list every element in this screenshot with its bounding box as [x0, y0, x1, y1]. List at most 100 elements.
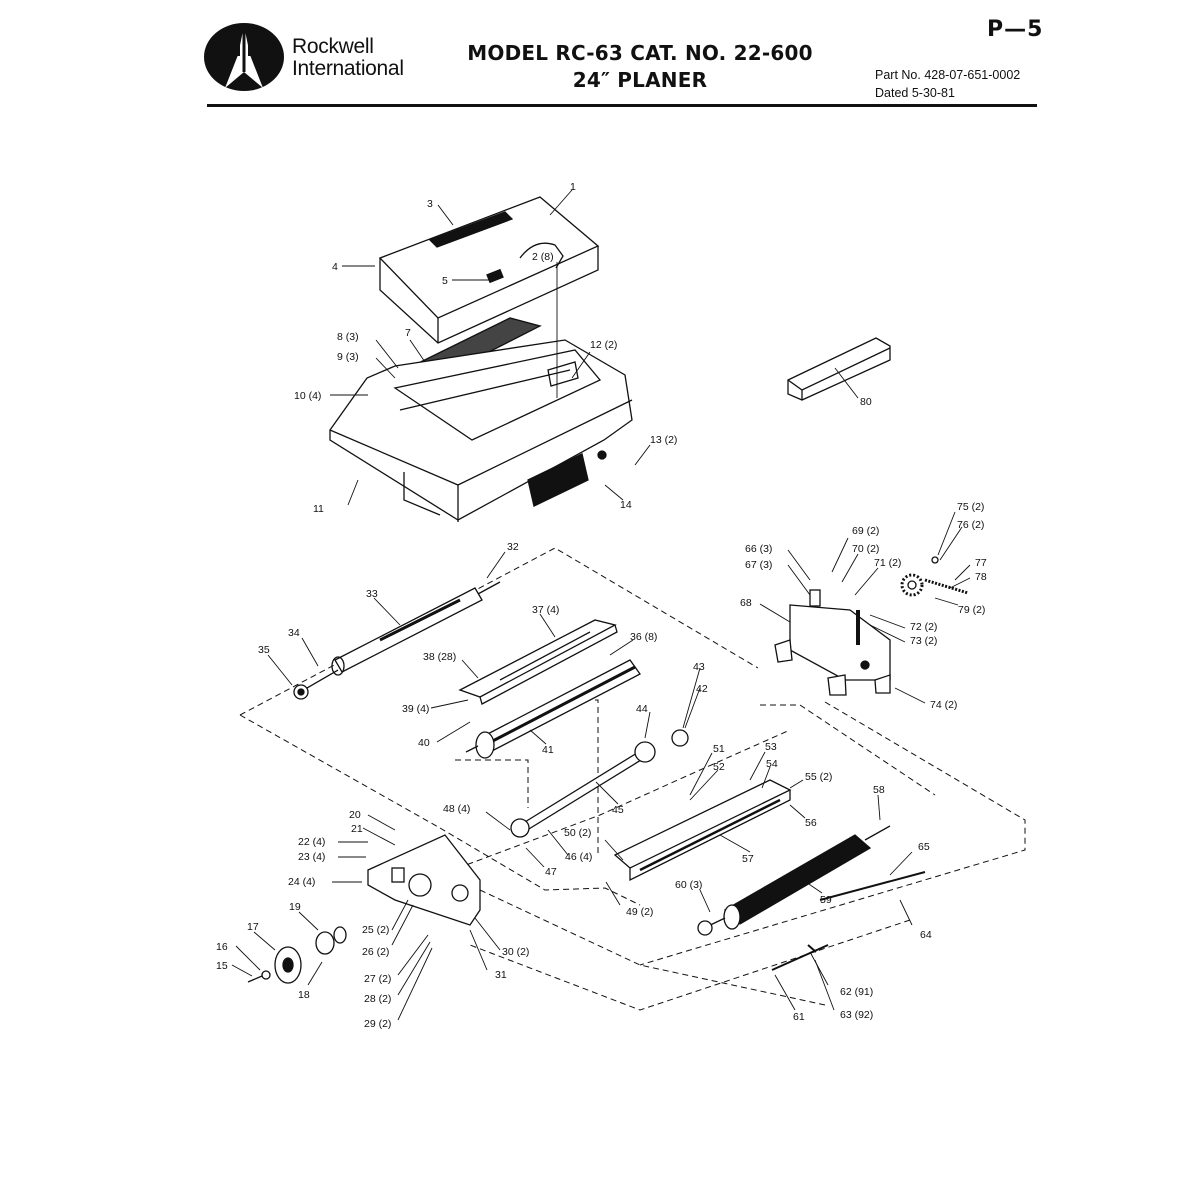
callout-48: 48 (4): [443, 803, 470, 815]
callout-47: 47: [545, 866, 557, 878]
callout-32: 32: [507, 541, 519, 553]
top-cover: [378, 196, 600, 344]
part-number: Part No. 428-07-651-0002: [875, 68, 1021, 82]
callout-50: 50 (2): [564, 827, 591, 839]
callout-38: 38 (28): [423, 651, 456, 663]
callout-56: 56: [805, 817, 817, 829]
callout-33: 33: [366, 588, 378, 600]
callout-43: 43: [693, 661, 705, 673]
callout-31: 31: [495, 969, 507, 981]
title-model: MODEL RC-63 CAT. NO. 22-600: [467, 41, 813, 65]
callout-12: 12 (2): [590, 339, 617, 351]
callout-69: 69 (2): [852, 525, 879, 537]
callout-13: 13 (2): [650, 434, 677, 446]
part-info: Part No. 428-07-651-0002 Dated 5-30-81: [875, 66, 1020, 102]
callout-28: 28 (2): [364, 993, 391, 1005]
callout-8: 8 (3): [337, 331, 359, 343]
rods: [771, 871, 926, 971]
page-title: MODEL RC-63 CAT. NO. 22-600 24″ PLANER: [455, 40, 825, 94]
gear: [900, 556, 969, 597]
callout-22: 22 (4): [298, 836, 325, 848]
cutterhead: [465, 659, 641, 759]
callout-23: 23 (4): [298, 851, 325, 863]
title-product: 24″ PLANER: [572, 68, 708, 92]
callout-18: 18: [298, 989, 310, 1001]
callout-53: 53: [765, 741, 777, 753]
callout-63: 63 (92): [840, 1009, 873, 1021]
callout-10: 10 (4): [294, 390, 321, 402]
callout-72: 72 (2): [910, 621, 937, 633]
housing: [329, 339, 633, 522]
header-rule: [207, 104, 1037, 107]
callout-80: 80: [860, 396, 872, 408]
brand-name: Rockwell International: [292, 36, 404, 80]
date: Dated 5-30-81: [875, 86, 955, 100]
callout-35: 35: [258, 644, 270, 656]
right-head-casting: [774, 589, 891, 696]
callout-36: 36 (8): [630, 631, 657, 643]
callout-2: 2 (8): [532, 251, 554, 263]
callout-66: 66 (3): [745, 543, 772, 555]
callout-74: 74 (2): [930, 699, 957, 711]
callout-42: 42: [696, 683, 708, 695]
callout-65: 65: [918, 841, 930, 853]
callout-21: 21: [351, 823, 363, 835]
callout-16: 16: [216, 941, 228, 953]
callout-40: 40: [418, 737, 430, 749]
pulley-group: [247, 926, 347, 984]
callout-3: 3: [427, 198, 433, 210]
callout-54: 54: [766, 758, 778, 770]
callout-4: 4: [332, 261, 338, 273]
shaft: [510, 729, 689, 838]
callout-9: 9 (3): [337, 351, 359, 363]
callout-64: 64: [920, 929, 932, 941]
callout-75: 75 (2): [957, 501, 984, 513]
callout-44: 44: [636, 703, 648, 715]
callout-41: 41: [542, 744, 554, 756]
callout-34: 34: [288, 627, 300, 639]
callout-71: 71 (2): [874, 557, 901, 569]
brand-line-1: Rockwell: [292, 35, 374, 58]
callout-51: 51: [713, 743, 725, 755]
callout-79: 79 (2): [958, 604, 985, 616]
callout-62: 62 (91): [840, 986, 873, 998]
callout-78: 78: [975, 571, 987, 583]
callout-68: 68: [740, 597, 752, 609]
callout-14: 14: [620, 499, 632, 511]
outfeed-roll: [697, 825, 891, 936]
callout-30: 30 (2): [502, 946, 529, 958]
leader-lines: [231, 189, 971, 1021]
left-head-casting: [367, 834, 481, 926]
callout-76: 76 (2): [957, 519, 984, 531]
callout-15: 15: [216, 960, 228, 972]
callout-25: 25 (2): [362, 924, 389, 936]
callout-26: 26 (2): [362, 946, 389, 958]
infeed-roll: [293, 581, 501, 700]
callout-24: 24 (4): [288, 876, 315, 888]
callout-57: 57: [742, 853, 754, 865]
callout-52: 52: [713, 761, 725, 773]
callout-45: 45: [612, 804, 624, 816]
part-callouts: 1 2 (8) 3 4 5 7 8 (3) 9 (3) 10 (4) 11 12…: [216, 181, 987, 1030]
callout-55: 55 (2): [805, 771, 832, 783]
callout-1: 1: [570, 181, 576, 193]
callout-5: 5: [442, 275, 448, 287]
assembly-outline: [239, 547, 1026, 1011]
callout-19: 19: [289, 901, 301, 913]
callout-27: 27 (2): [364, 973, 391, 985]
callout-77: 77: [975, 557, 987, 569]
bed-plate: [613, 779, 792, 882]
callout-17: 17: [247, 921, 259, 933]
brand-line-2: International: [292, 57, 404, 80]
chip-breaker: [458, 619, 618, 705]
callout-39: 39 (4): [402, 703, 429, 715]
callout-11: 11: [313, 503, 324, 515]
callout-61: 61: [793, 1011, 805, 1023]
callout-7: 7: [405, 327, 411, 339]
rockwell-logo-icon: [204, 23, 284, 91]
callout-49: 49 (2): [626, 906, 653, 918]
callout-29: 29 (2): [364, 1018, 391, 1030]
callout-37: 37 (4): [532, 604, 559, 616]
